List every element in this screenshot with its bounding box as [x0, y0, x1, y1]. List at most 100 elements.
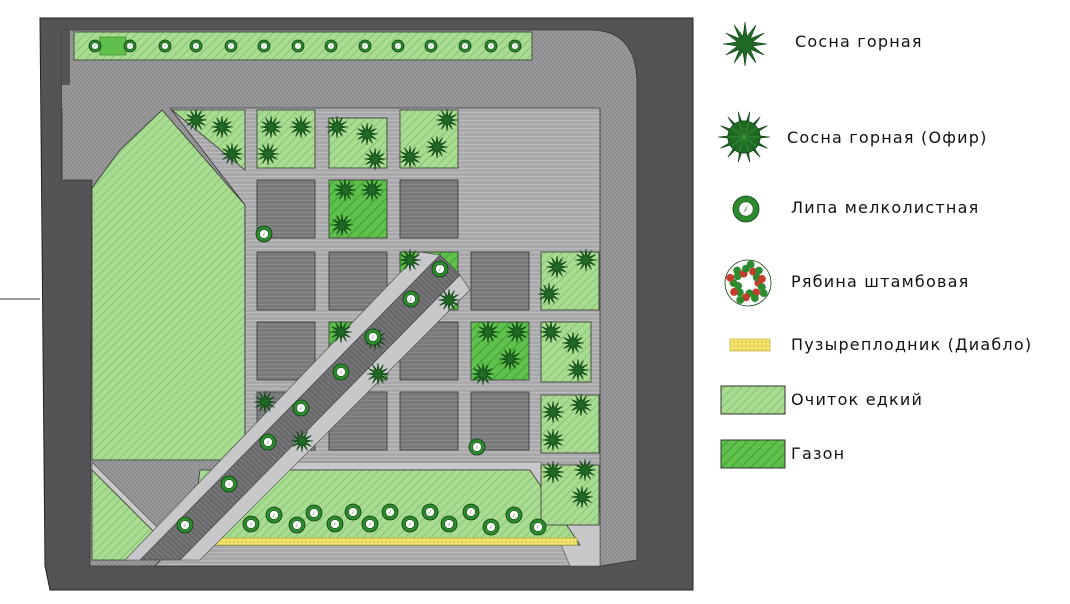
- linden: [288, 516, 306, 534]
- legend-label-lawn: Газон: [791, 444, 846, 463]
- linden: [402, 290, 420, 308]
- legend-rowan-icon: [724, 259, 772, 307]
- linden: [440, 515, 458, 533]
- pine-mugo: [566, 358, 590, 382]
- pine-mugo: [398, 248, 422, 272]
- pine-mugo: [330, 213, 354, 237]
- pine-mugo: [290, 429, 314, 453]
- legend-lawn-swatch: [720, 439, 786, 469]
- legend-item-rowan: Рябина штамбовая: [715, 262, 1065, 302]
- legend-item-physocarpus: Пузыреплодник (Диабло): [715, 326, 1065, 366]
- linden: [401, 515, 419, 533]
- legend-label-rowan: Рябина штамбовая: [791, 272, 970, 291]
- pine-mugo: [355, 122, 379, 146]
- paving-square: [256, 321, 316, 381]
- linden: [505, 506, 523, 524]
- linden: [364, 328, 382, 346]
- linden: [391, 39, 405, 53]
- pine-mugo: [541, 400, 565, 424]
- linden: [431, 260, 449, 278]
- legend-label-pine: Сосна горная: [795, 32, 923, 51]
- pine-mugo: [329, 320, 353, 344]
- pine-mugo: [570, 485, 594, 509]
- linden: [344, 503, 362, 521]
- linden: [265, 506, 283, 524]
- linden: [508, 39, 522, 53]
- linden: [255, 225, 273, 243]
- legend-label-linden: Липа мелколистная: [791, 198, 980, 217]
- pine-mugo: [325, 115, 349, 139]
- pine-mugo: [333, 178, 357, 202]
- linden: [358, 39, 372, 53]
- pine-mugo: [256, 142, 280, 166]
- pine-mugo: [545, 255, 569, 279]
- pine-mugo: [573, 458, 597, 482]
- pine-mugo: [541, 428, 565, 452]
- linden: [257, 39, 271, 53]
- linden: [158, 39, 172, 53]
- linden: [176, 516, 194, 534]
- legend-item-lawn: Газон: [715, 436, 1065, 476]
- linden: [468, 438, 486, 456]
- pine-mugo: [253, 390, 277, 414]
- legend-label-pine-ophir: Сосна горная (Офир): [787, 128, 988, 147]
- legend-item-sedum: Очиток едкий: [715, 382, 1065, 422]
- paving-square: [399, 391, 459, 451]
- linden: [482, 518, 500, 536]
- pine-mugo: [220, 142, 244, 166]
- linden: [458, 39, 472, 53]
- pine-mugo: [289, 115, 313, 139]
- lawn-square: [328, 179, 388, 239]
- pine-mugo: [537, 282, 561, 306]
- legend-label-physocarpus: Пузыреплодник (Диабло): [791, 335, 1033, 354]
- pine-mugo: [363, 147, 387, 171]
- pine-mugo: [435, 108, 459, 132]
- linden: [324, 39, 338, 53]
- pine-mugo: [476, 320, 500, 344]
- pine-mugo: [210, 115, 234, 139]
- pine-mugo: [505, 320, 529, 344]
- pine-mugo: [569, 393, 593, 417]
- linden: [361, 515, 379, 533]
- legend-item-pine: Сосна горная: [715, 28, 1065, 68]
- pine-mugo: [539, 320, 563, 344]
- linden: [484, 39, 498, 53]
- linden: [242, 515, 260, 533]
- paving-square: [256, 251, 316, 311]
- linden: [88, 39, 102, 53]
- legend-pine-ophir-icon: [717, 111, 771, 163]
- pine-mugo: [498, 347, 522, 371]
- linden: [529, 518, 547, 536]
- legend-sedum-swatch: [720, 385, 786, 415]
- legend-symbols: [717, 21, 772, 307]
- pine-mugo: [561, 331, 585, 355]
- pine-mugo: [574, 248, 598, 272]
- linden: [259, 433, 277, 451]
- linden: [189, 39, 203, 53]
- pine-mugo: [366, 362, 390, 386]
- legend-hedge-swatch: [729, 338, 771, 352]
- legend-label-sedum: Очиток едкий: [791, 390, 924, 409]
- linden: [462, 503, 480, 521]
- linden: [291, 39, 305, 53]
- linden: [424, 39, 438, 53]
- legend-linden-icon: [732, 195, 760, 223]
- linden: [292, 399, 310, 417]
- paving-square: [470, 251, 530, 311]
- pine-mugo: [398, 145, 422, 169]
- linden: [123, 39, 137, 53]
- physocarpus-hedge: [194, 537, 578, 546]
- legend-item-pine-ophir: Сосна горная (Офир): [715, 120, 1065, 160]
- legend-pine-icon: [722, 21, 768, 67]
- legend-item-linden: Липа мелколистная: [715, 190, 1065, 230]
- linden: [305, 504, 323, 522]
- pine-mugo: [259, 115, 283, 139]
- pine-mugo: [437, 288, 461, 312]
- linden: [421, 503, 439, 521]
- linden: [224, 39, 238, 53]
- linden: [326, 515, 344, 533]
- pine-mugo: [360, 178, 384, 202]
- trees: [88, 39, 598, 536]
- linden: [381, 503, 399, 521]
